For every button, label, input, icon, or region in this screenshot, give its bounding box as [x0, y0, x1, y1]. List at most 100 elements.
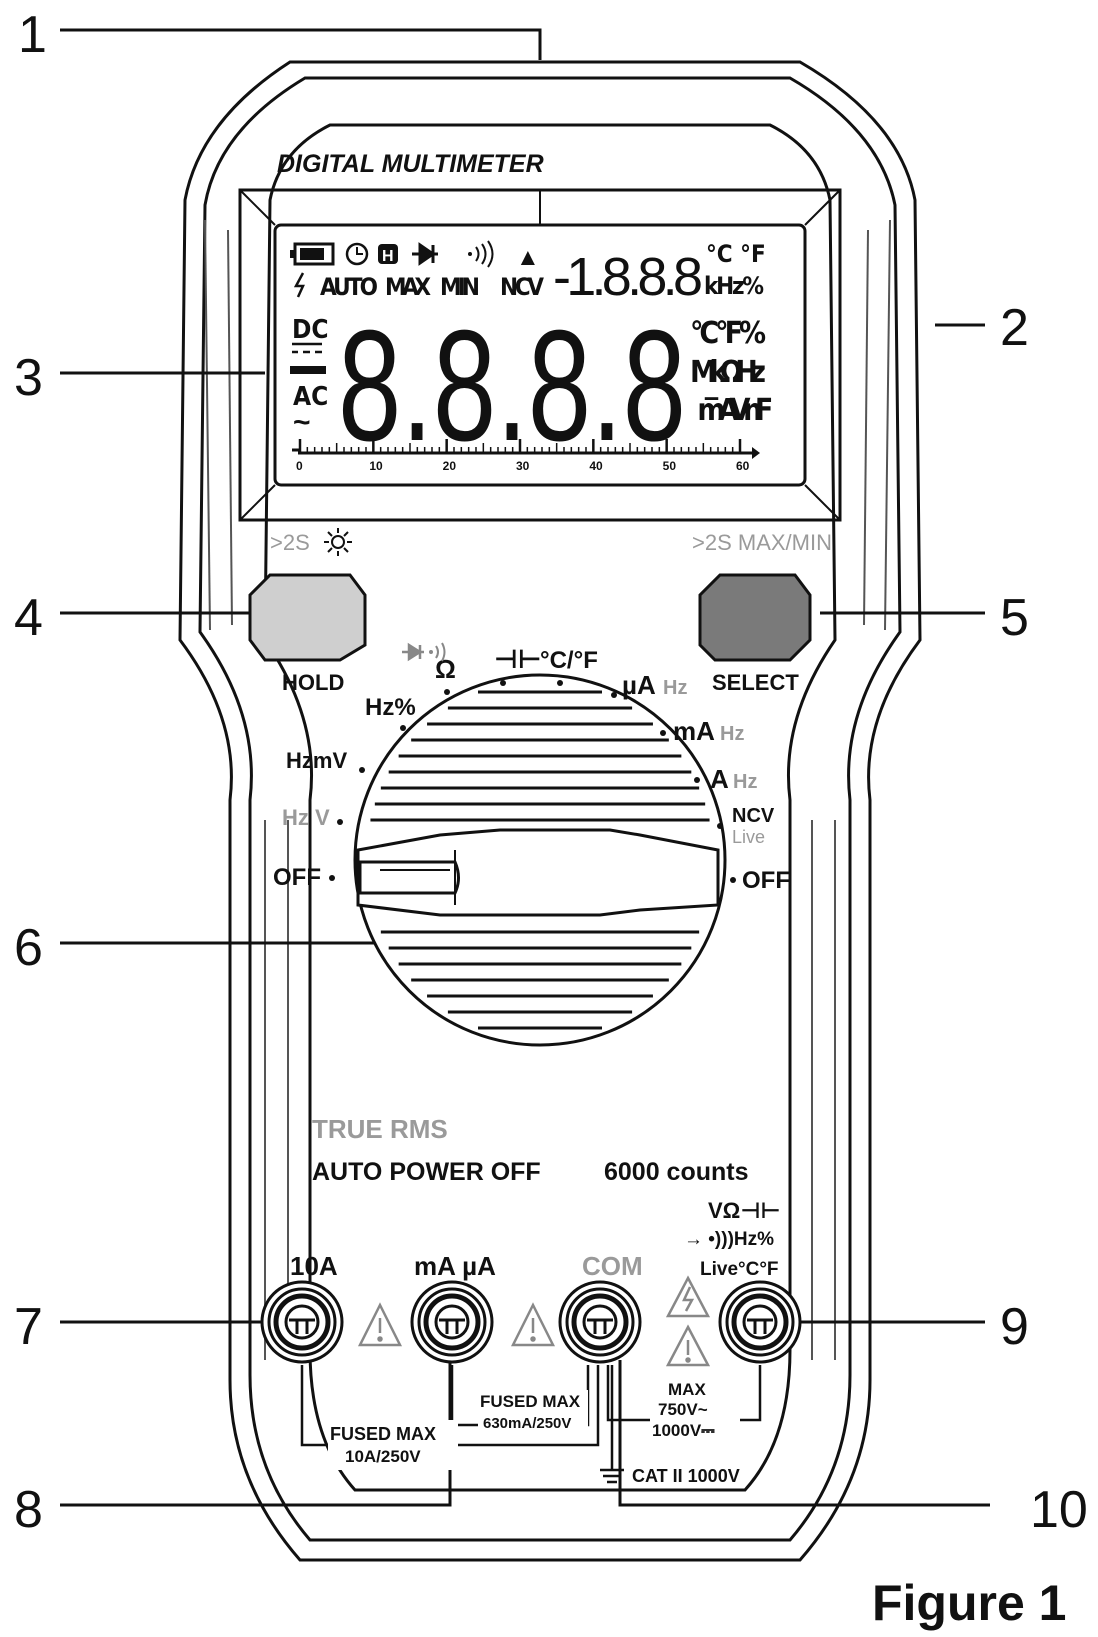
dial-mv-hz: HzmV — [286, 748, 347, 773]
minus-segment — [290, 366, 326, 374]
lcd-screen — [273, 223, 807, 487]
backlight-icon — [324, 528, 352, 556]
warning-icon — [510, 1302, 556, 1347]
dial-pointer — [358, 860, 460, 895]
jack-com[interactable] — [558, 1280, 642, 1364]
jack-v-label-line1: VΩ⊣⊢ — [708, 1198, 781, 1223]
dial-temperature: °C/°F — [540, 647, 598, 674]
triangle-icon: ▲ — [516, 244, 540, 271]
bargraph-tick-label: 0 — [296, 459, 303, 473]
fused-10a-line1: FUSED MAX — [330, 1424, 436, 1444]
side-grips — [204, 219, 891, 1360]
select-caption: >2S MAX/MIN — [692, 530, 832, 555]
callout-1: 1 — [18, 6, 47, 64]
max-voltage-line2: 750V~ — [658, 1400, 708, 1419]
dial-hz-percent: Hz% — [365, 694, 416, 721]
callout-7: 7 — [14, 1298, 43, 1356]
lcd-sub-units-top: °C °F — [706, 240, 766, 268]
svg-text:H: H — [382, 248, 394, 265]
warning-icon — [665, 1324, 711, 1367]
dial-a-hz: Hz — [733, 771, 757, 793]
lcd-bezel — [238, 188, 842, 522]
lcd-dc-label: DC — [292, 315, 329, 345]
dial-ma-hz: Hz — [720, 723, 744, 745]
high-voltage-icon — [665, 1275, 711, 1318]
warning-icon — [357, 1302, 403, 1347]
callout-3: 3 — [14, 349, 43, 407]
dial-off-left: OFF — [273, 864, 321, 891]
callout-10: 10 — [1030, 1481, 1088, 1539]
bargraph-tick-label: 40 — [589, 459, 603, 473]
lcd-main-display: 8.8.8.8 — [338, 298, 686, 474]
select-button[interactable] — [698, 573, 812, 662]
select-label: SELECT — [712, 670, 799, 695]
hold-label: HOLD — [282, 670, 344, 695]
true-rms-label: TRUE RMS — [312, 1114, 448, 1144]
callout-2: 2 — [1000, 299, 1029, 357]
lcd-auto: AUTO — [320, 273, 378, 301]
diode-icon — [412, 242, 438, 266]
hold-button[interactable] — [248, 573, 367, 662]
lcd-dc-ac: DC AC ~ — [290, 315, 329, 439]
jack-ma-label: mA µA — [414, 1251, 496, 1281]
jack-v-label-line3: Live°C°F — [700, 1259, 779, 1280]
dial-ma: mA — [673, 716, 715, 746]
figure-caption: Figure 1 — [872, 1575, 1066, 1631]
jack-v-label-line2: → •)))Hz% — [684, 1229, 774, 1250]
bargraph-tick-label: 30 — [516, 459, 530, 473]
dial-labels: OFF Hz V HzmV Hz% Ω ⊣⊢ °C/°F µA Hz mA Hz… — [273, 642, 790, 894]
lcd-units-row3: m̅AVnF — [697, 393, 773, 428]
callout-5: 5 — [1000, 589, 1029, 647]
lcd-ac-wave: ~ — [293, 406, 311, 439]
lcd-sub-display: -1.8.8.8 — [553, 247, 703, 307]
max-voltage-line1: MAX — [668, 1380, 706, 1399]
dial-live: Live — [732, 827, 765, 847]
lcd-ac-label: AC — [293, 382, 328, 412]
lcd-icons: H ▲ AUTO MAX MIN NCV — [290, 240, 544, 301]
jack-ma-ua[interactable] — [410, 1280, 494, 1364]
dial-v-hz: Hz V — [282, 805, 330, 830]
bargraph-tick-label: 10 — [369, 459, 383, 473]
dial-off-right: OFF — [742, 867, 790, 894]
hold-button-group: >2S HOLD — [248, 528, 367, 695]
dial-ncv: NCV — [732, 805, 775, 827]
counts-label: 6000 counts — [604, 1158, 749, 1186]
input-jacks — [260, 1280, 802, 1364]
continuity-icon — [468, 252, 472, 256]
callout-8: 8 — [14, 1481, 43, 1539]
lcd-sub-units-bottom: kHz% — [704, 272, 764, 300]
auto-power-off-label: AUTO POWER OFF — [312, 1158, 541, 1186]
brand-label: DIGITAL MULTIMETER — [277, 150, 544, 178]
hold-icon — [378, 244, 398, 264]
callout-6: 6 — [14, 919, 43, 977]
cat-rating: CAT II 1000V — [632, 1466, 740, 1486]
dial-a: A — [710, 764, 729, 794]
lcd-units-row2: MkΩHz — [690, 355, 766, 390]
lcd-max: MAX — [385, 273, 431, 301]
fused-10a-line2: 10A/250V — [345, 1447, 421, 1466]
fused-ma-line1: FUSED MAX — [480, 1392, 581, 1411]
hold-caption: >2S — [270, 530, 310, 555]
bargraph-tick-label: 50 — [663, 459, 677, 473]
clock-icon — [345, 242, 369, 266]
lightning-icon — [293, 272, 305, 298]
callout-9: 9 — [1000, 1298, 1029, 1356]
dial-ohm: Ω — [435, 654, 456, 684]
dial-diode-icon — [402, 642, 424, 662]
bargraph-tick-label: 60 — [736, 459, 750, 473]
callout-4: 4 — [14, 589, 43, 647]
lcd-units-row1: °C°F% — [690, 316, 766, 351]
warning-icons — [357, 1275, 711, 1367]
fused-ma-line2: 630mA/250V — [483, 1415, 571, 1432]
dial-capacitance: ⊣⊢ — [494, 644, 542, 674]
jack-10a[interactable] — [260, 1280, 344, 1364]
jack-v-ohm[interactable] — [718, 1280, 802, 1364]
lcd-min: MIN — [440, 273, 480, 301]
rotary-dial[interactable] — [353, 673, 727, 1047]
dial-ua: µA — [622, 670, 656, 700]
max-voltage-line3: 1000V⎓ — [652, 1421, 715, 1440]
jack-10a-label: 10A — [290, 1251, 338, 1281]
select-button-group: >2S MAX/MIN SELECT — [692, 530, 832, 695]
